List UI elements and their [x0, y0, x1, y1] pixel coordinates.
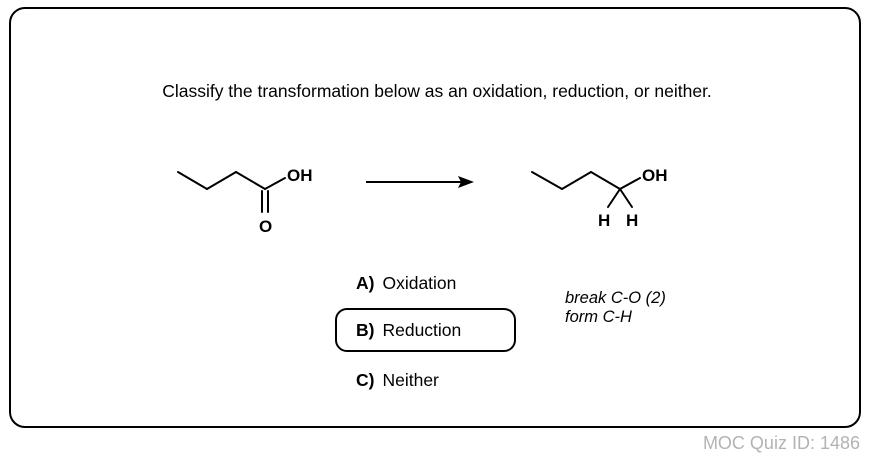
quiz-card	[9, 7, 861, 428]
question-text: Classify the transformation below as an …	[162, 81, 712, 101]
reaction-arrow	[366, 176, 474, 188]
choice-letter: B)	[356, 320, 375, 340]
choice-label: Neither	[382, 370, 439, 390]
reactant-structure	[177, 171, 286, 213]
product-h2-label: H	[626, 211, 638, 230]
product-structure	[531, 171, 641, 208]
product-bond-c-oh	[619, 177, 641, 190]
product-bond-c-h2	[619, 188, 633, 208]
explanation-note-break: break C-O (2)	[565, 289, 666, 307]
product-bond-1	[531, 171, 563, 190]
choice-letter: A)	[356, 273, 375, 293]
choice-oxidation[interactable]: A) Oxidation	[356, 273, 456, 294]
choice-label: Oxidation	[382, 273, 457, 293]
reactant-bond-2	[206, 171, 237, 190]
reactant-oh-label: OH	[287, 166, 313, 185]
product-bond-2	[561, 171, 592, 190]
choice-reduction[interactable]: B) Reduction	[356, 320, 461, 341]
product-h1-label: H	[598, 211, 610, 230]
selected-answer-outline	[335, 308, 516, 352]
reactant-o-label: O	[259, 217, 272, 236]
choice-label: Reduction	[382, 320, 462, 340]
product-bond-c-h1	[607, 188, 621, 208]
explanation-note-form: form C-H	[565, 308, 632, 326]
product-oh-label: OH	[642, 166, 668, 185]
choice-neither[interactable]: C) Neither	[356, 370, 439, 391]
reactant-bond-1	[177, 171, 208, 190]
reactant-bond-c-oh	[264, 177, 286, 190]
choice-letter: C)	[356, 370, 375, 390]
reactant-bond-3	[235, 171, 266, 190]
quiz-id-label: MOC Quiz ID: 1486	[702, 433, 860, 453]
product-bond-3	[590, 171, 621, 190]
